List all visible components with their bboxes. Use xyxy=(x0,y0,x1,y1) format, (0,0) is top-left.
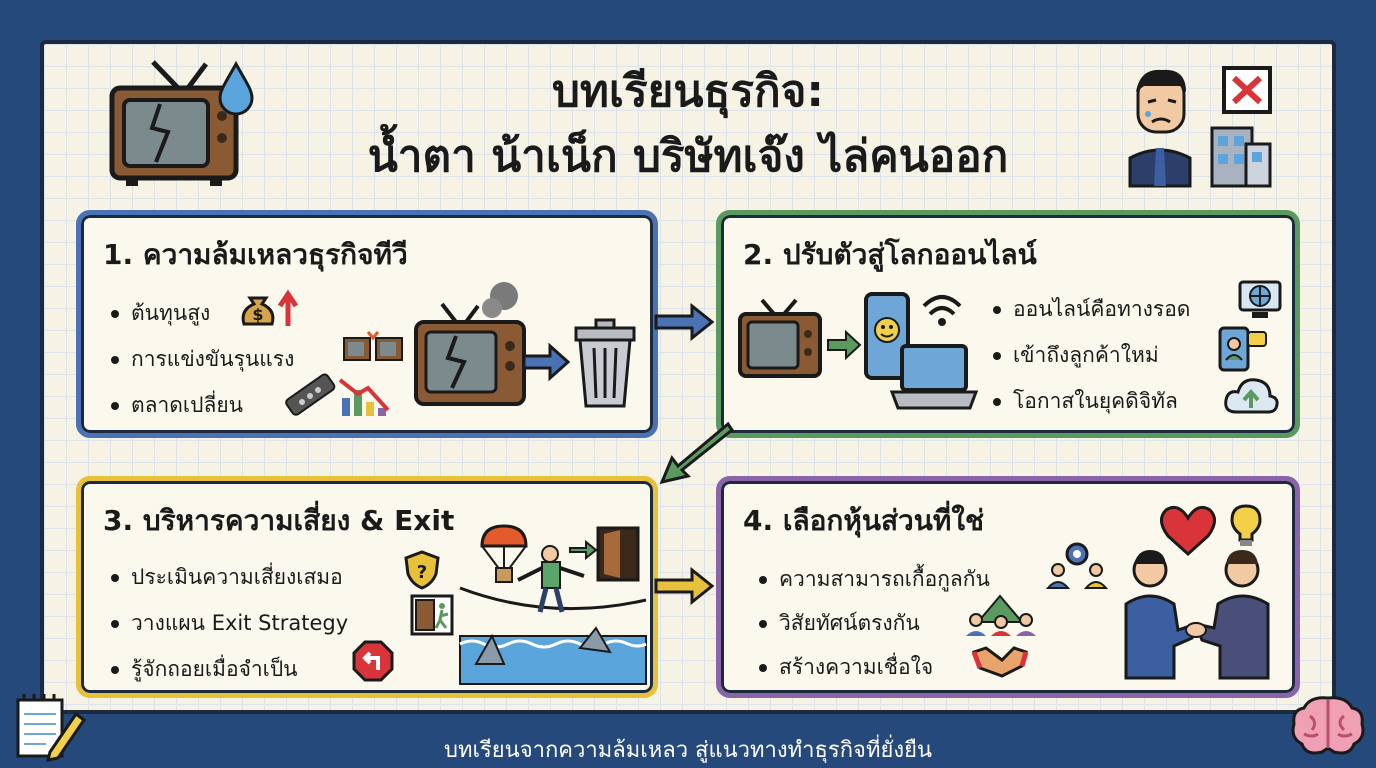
partners-handshake-icon xyxy=(1124,504,1270,680)
panel-title: 3. บริหารความเสี่ยง & Exit xyxy=(103,504,455,537)
competing-tvs-icon xyxy=(343,331,403,361)
page-title-line2: น้ำตา น้าเน็ก บริษัทเจ๊ง ไล่คนออก xyxy=(367,131,1009,182)
remote-falling-chart-icon xyxy=(285,373,390,416)
panel-title: 4. เลือกหุ้นส่วนที่ใช่ xyxy=(743,504,985,537)
sad-businessman-icon xyxy=(1128,66,1272,188)
stop-sign-turn-icon xyxy=(352,640,394,682)
connector-arrow-2-3 xyxy=(659,421,735,485)
tightrope-sharks-icon xyxy=(459,524,647,685)
money-bag-icon: $ xyxy=(241,289,299,326)
bullet-item: วางแผน Exit Strategy xyxy=(111,607,348,640)
bullet-item: สร้างความเชื่อใจ xyxy=(759,651,933,684)
shared-vision-icon xyxy=(966,594,1036,636)
page-title-line1: บทเรียนธุรกิจ: xyxy=(552,66,824,117)
notepad-pencil-icon xyxy=(16,694,87,762)
arrow-right-icon xyxy=(522,342,571,382)
panel-title: 2. ปรับตัวสู่โลกออนไลน์ xyxy=(743,238,1037,271)
crying-tv-icon xyxy=(109,60,254,186)
bullet-item: ความสามารถเกื้อกูลกัน xyxy=(759,563,990,596)
bullet-item: เข้าถึงลูกค้าใหม่ xyxy=(993,339,1159,372)
bullet-item: วิสัยทัศน์ตรงกัน xyxy=(759,607,920,640)
panel-title: 1. ความล้มเหลวธุรกิจทีวี xyxy=(103,238,408,271)
bullet-item: ตลาดเปลี่ยน xyxy=(111,389,243,422)
customer-phone-chat-icon xyxy=(1218,326,1267,372)
devices-wifi-icon xyxy=(864,292,979,410)
handshake-icon xyxy=(971,646,1029,678)
panel-go-online: 2. ปรับตัวสู่โลกออนไลน์ ออนไลน์คือทางรอด… xyxy=(716,210,1300,438)
arrow-right-green-icon xyxy=(827,329,862,361)
bullet-item: โอกาสในยุคดิจิทัล xyxy=(993,385,1178,418)
footer-caption: บทเรียนจากความล้มเหลว สู่แนวทางทำธุรกิจท… xyxy=(443,738,933,763)
exit-door-icon xyxy=(410,594,454,636)
shield-question-icon: ? xyxy=(404,550,440,590)
brain-icon xyxy=(1291,696,1365,755)
svg-text:$: $ xyxy=(252,305,263,324)
svg-text:?: ? xyxy=(417,562,427,583)
cloud-upload-icon xyxy=(1224,378,1279,414)
bullet-item: ประเมินความเสี่ยงเสมอ xyxy=(111,561,343,594)
connector-arrow-1-2 xyxy=(654,302,715,342)
bullet-item: รู้จักถอยเมื่อจำเป็น xyxy=(111,653,298,686)
connector-arrow-3-4 xyxy=(654,566,715,606)
bullet-item: ต้นทุนสูง xyxy=(111,297,210,330)
panel-tv-failure: 1. ความล้มเหลวธุรกิจทีวี ต้นทุนสูง การแข… xyxy=(76,210,658,438)
bullet-item: ออนไลน์คือทางรอด xyxy=(993,293,1190,326)
broken-tv-smoke-icon xyxy=(414,282,526,406)
globe-monitor-icon xyxy=(1238,280,1282,318)
trash-can-icon xyxy=(574,318,636,408)
old-tv-icon xyxy=(738,298,822,378)
team-gear-icon xyxy=(1045,542,1109,589)
bullet-item: การแข่งขันรุนแรง xyxy=(111,343,294,376)
